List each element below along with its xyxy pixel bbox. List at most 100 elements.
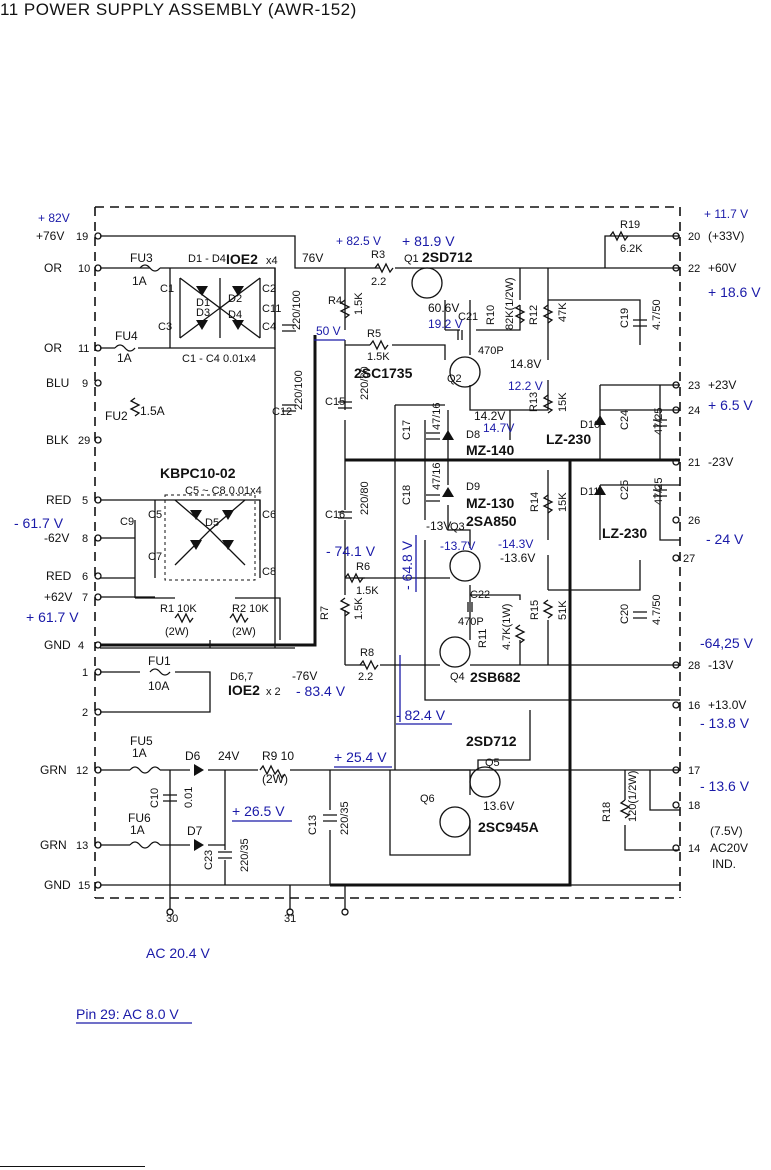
svg-text:R9 10: R9 10 bbox=[262, 749, 294, 763]
svg-text:R10: R10 bbox=[485, 305, 497, 325]
svg-text:C5 ~ C8 0.01x4: C5 ~ C8 0.01x4 bbox=[185, 485, 262, 497]
measured-voltage-annotations: + 82V + 82.5 V + 81.9 V 50 V 19.2 V 12.2… bbox=[14, 207, 761, 1024]
annot-minus-83-4v: - 83.4 V bbox=[296, 683, 346, 699]
bridge-rectifier-2 bbox=[154, 494, 261, 581]
pin-20-number: 20 bbox=[688, 231, 700, 243]
wires bbox=[100, 235, 680, 910]
pin-21-number: 21 bbox=[688, 457, 700, 469]
annot-ac-20-4v: AC 20.4 V bbox=[146, 945, 210, 961]
svg-text:KBPC10-02: KBPC10-02 bbox=[160, 465, 236, 481]
resistors bbox=[129, 230, 631, 819]
svg-text:4.7/50: 4.7/50 bbox=[651, 299, 663, 330]
pin-8-number: 8 bbox=[82, 533, 88, 545]
svg-text:2SC945A: 2SC945A bbox=[478, 819, 539, 835]
svg-text:24V: 24V bbox=[218, 749, 239, 763]
pin-18-number: 14 bbox=[688, 843, 700, 855]
pin-7-number: 7 bbox=[82, 592, 88, 604]
pin-19-label: +76V bbox=[36, 229, 64, 243]
svg-text:47/16: 47/16 bbox=[431, 402, 443, 430]
annot-82v: + 82V bbox=[38, 211, 70, 225]
pin-9-label: BLU bbox=[46, 376, 69, 390]
svg-text:R3: R3 bbox=[371, 249, 385, 261]
svg-text:C20: C20 bbox=[619, 604, 631, 624]
svg-text:120(1/2W): 120(1/2W) bbox=[627, 771, 639, 822]
svg-text:C9: C9 bbox=[120, 516, 134, 528]
svg-text:1.5K: 1.5K bbox=[353, 292, 365, 315]
pin-25-number: 26 bbox=[688, 515, 700, 527]
svg-text:IOE2: IOE2 bbox=[228, 682, 260, 698]
annot-minus-64-8v: - 64.8 V bbox=[399, 540, 415, 590]
fuses bbox=[114, 264, 171, 849]
svg-text:C12: C12 bbox=[272, 406, 292, 418]
pin-20-label: (+33V) bbox=[708, 229, 744, 243]
svg-text:(2W): (2W) bbox=[165, 626, 189, 638]
svg-text:2SD712: 2SD712 bbox=[422, 249, 473, 265]
svg-text:R11: R11 bbox=[477, 629, 489, 648]
svg-text:D2: D2 bbox=[228, 293, 242, 305]
svg-text:C25: C25 bbox=[619, 480, 631, 500]
svg-text:14.2V: 14.2V bbox=[474, 409, 505, 423]
annot-plus-6-5v: + 6.5 V bbox=[708, 397, 753, 413]
pin-22-number: 22 bbox=[688, 263, 700, 275]
svg-text:220/80: 220/80 bbox=[359, 366, 371, 400]
svg-text:220/100: 220/100 bbox=[293, 370, 305, 410]
svg-text:FU1: FU1 bbox=[148, 654, 171, 668]
pin-27-label: -13V bbox=[708, 658, 733, 672]
svg-text:13.6V: 13.6V bbox=[483, 799, 514, 813]
svg-text:R2 10K: R2 10K bbox=[232, 603, 269, 615]
annot-50v: 50 V bbox=[316, 324, 341, 338]
svg-text:(2W): (2W) bbox=[232, 626, 256, 638]
bottom-rule bbox=[0, 1166, 145, 1167]
pin-terminals bbox=[94, 232, 680, 916]
svg-text:6.2K: 6.2K bbox=[620, 243, 643, 255]
svg-text:Q6: Q6 bbox=[420, 793, 435, 805]
svg-text:2SD712: 2SD712 bbox=[466, 733, 517, 749]
svg-text:220/80: 220/80 bbox=[359, 481, 371, 515]
svg-text:D3: D3 bbox=[196, 307, 210, 319]
svg-text:4.7/50: 4.7/50 bbox=[651, 594, 663, 625]
svg-text:D11: D11 bbox=[580, 486, 599, 498]
annot-minus-14-3v: -14.3V bbox=[498, 537, 533, 551]
svg-text:2SA850: 2SA850 bbox=[466, 513, 517, 529]
svg-text:D1 - D4: D1 - D4 bbox=[188, 253, 226, 265]
pin-12-number: 12 bbox=[76, 765, 88, 777]
svg-text:Q5: Q5 bbox=[485, 757, 500, 769]
svg-text:0.01: 0.01 bbox=[183, 787, 195, 808]
annot-plus-18-6v: + 18.6 V bbox=[708, 284, 761, 300]
zeners bbox=[194, 415, 606, 851]
svg-text:LZ-230: LZ-230 bbox=[546, 431, 591, 447]
svg-text:LZ-230: LZ-230 bbox=[602, 525, 647, 541]
svg-text:R6: R6 bbox=[356, 561, 370, 573]
pin-26-number: 27 bbox=[683, 553, 695, 565]
pin-21-label: -23V bbox=[708, 455, 733, 469]
annot-plus-25-4v: + 25.4 V bbox=[334, 749, 387, 765]
pin-19-number: 19 bbox=[76, 231, 88, 243]
pin-2-number: 2 bbox=[82, 707, 88, 719]
pin-23-label: +23V bbox=[708, 378, 736, 392]
pin-16-number: 17 bbox=[688, 765, 700, 777]
pin-11-label: OR bbox=[44, 341, 62, 355]
pin-18-ind: IND. bbox=[712, 857, 736, 871]
svg-text:47/16: 47/16 bbox=[431, 462, 443, 490]
svg-text:2SC1735: 2SC1735 bbox=[354, 365, 413, 381]
svg-text:C13: C13 bbox=[307, 815, 319, 835]
svg-text:1A: 1A bbox=[130, 823, 145, 837]
svg-text:Q2: Q2 bbox=[447, 373, 462, 385]
svg-text:51K: 51K bbox=[557, 600, 569, 620]
svg-text:2SB682: 2SB682 bbox=[470, 669, 521, 685]
svg-text:-13.6V: -13.6V bbox=[500, 551, 535, 565]
svg-text:R8: R8 bbox=[360, 647, 374, 659]
svg-text:R5: R5 bbox=[367, 328, 381, 340]
annot-plus-11-7v: + 11.7 V bbox=[704, 207, 748, 221]
annot-pin29-ac: Pin 29: AC 8.0 V bbox=[76, 1006, 179, 1022]
svg-text:C21: C21 bbox=[458, 311, 478, 323]
pin-29-label: BLK bbox=[46, 433, 69, 447]
svg-text:C5: C5 bbox=[148, 509, 162, 521]
svg-text:1.5K: 1.5K bbox=[353, 597, 365, 620]
svg-text:220/35: 220/35 bbox=[339, 801, 351, 835]
svg-text:Q1: Q1 bbox=[404, 253, 419, 265]
pin-10-label: OR bbox=[44, 261, 62, 275]
component-labels: FU3 1A FU4 1A FU2 1.5A D1 - D4 IOE2 x4 C… bbox=[105, 219, 665, 872]
pin-18-label: AC20V bbox=[710, 841, 748, 855]
svg-text:C1 - C4 0.01x4: C1 - C4 0.01x4 bbox=[182, 353, 256, 365]
